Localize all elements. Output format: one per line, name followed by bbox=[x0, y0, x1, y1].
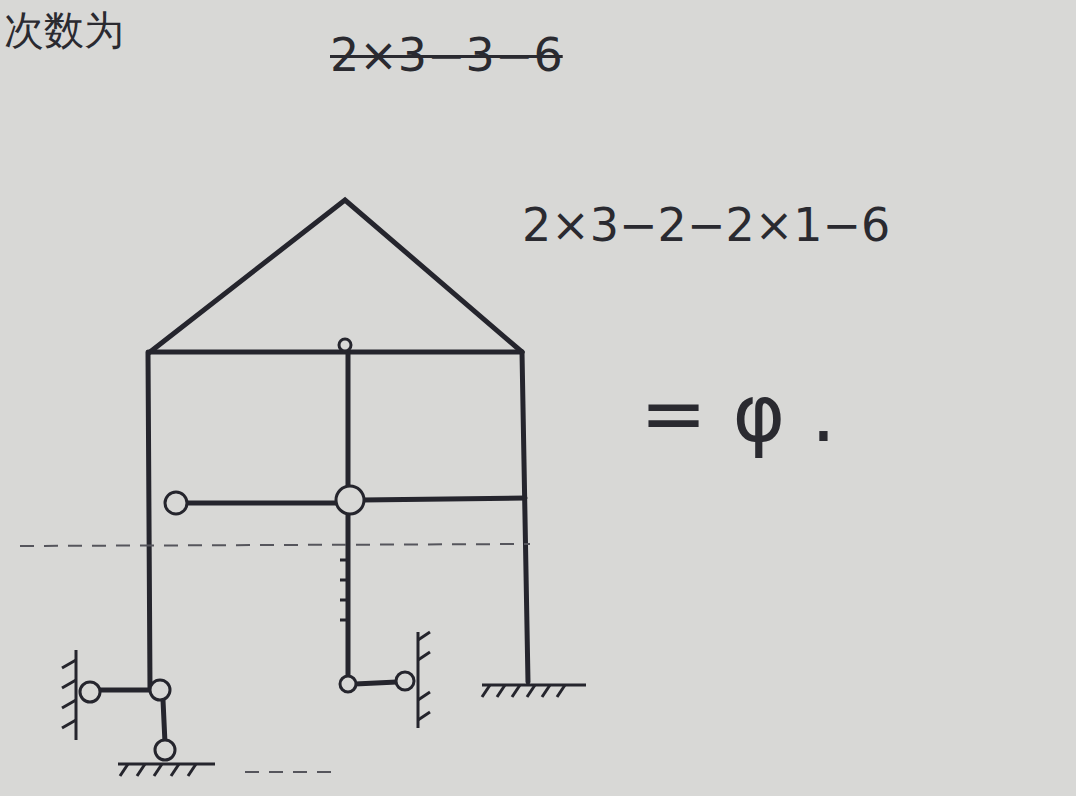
hinges bbox=[80, 339, 414, 760]
heading-text: 次数为 bbox=[4, 8, 124, 52]
formula: 2×3−2−2×1−6 bbox=[522, 200, 890, 251]
frame-members bbox=[98, 200, 528, 743]
result: = φ . bbox=[640, 370, 836, 458]
supports bbox=[62, 560, 586, 776]
dashed-lines bbox=[20, 544, 530, 772]
struck-formula: 2×3−3−6 bbox=[330, 30, 563, 81]
